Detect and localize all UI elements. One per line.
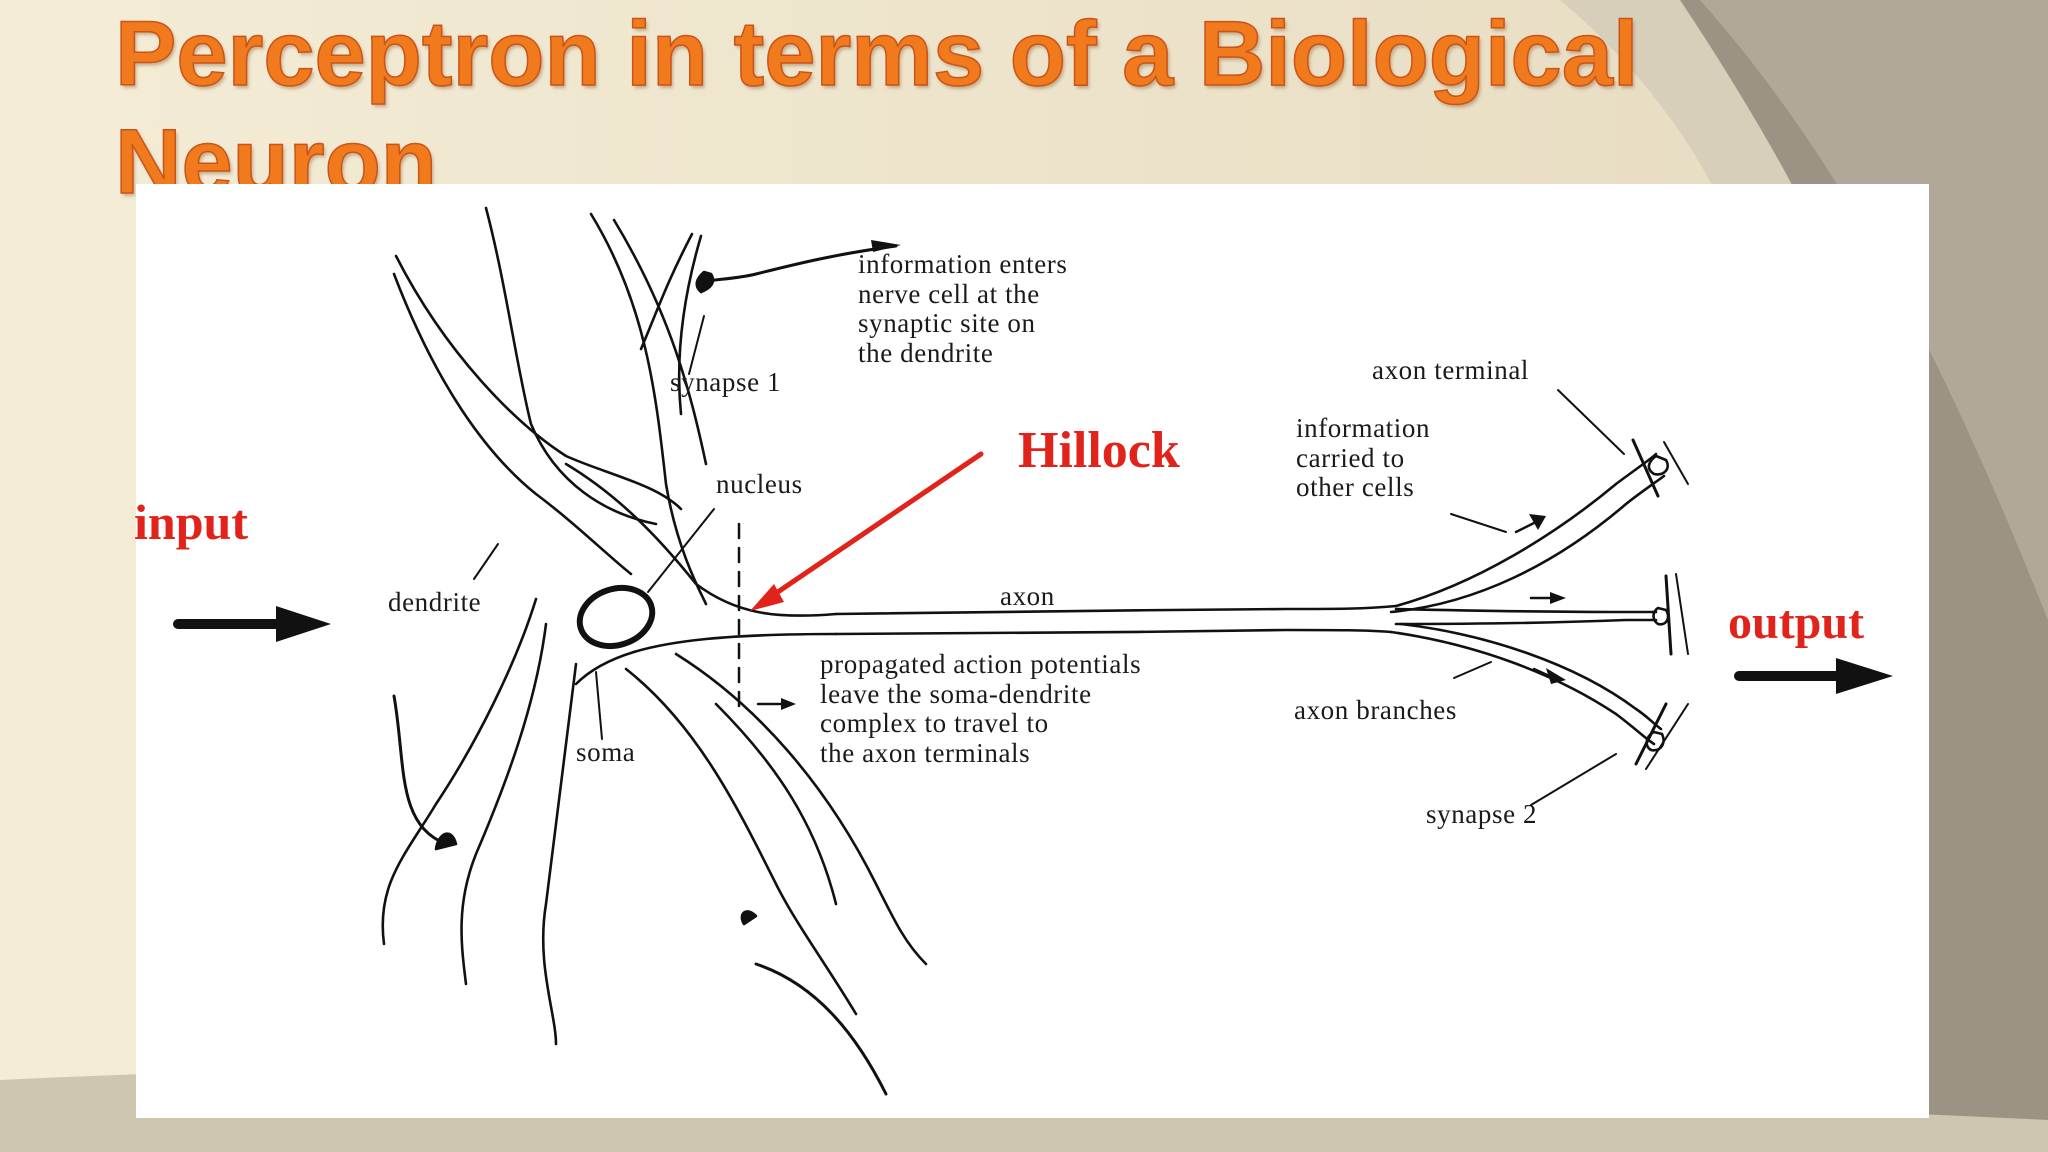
synapse-2-pointer [1530, 753, 1617, 806]
axon-label: axon [1000, 581, 1055, 611]
soma-dendrite-outline [381, 206, 928, 1046]
hillock-arrow [750, 451, 984, 611]
synapse-1-terminal [688, 240, 901, 375]
neuron-diagram: input output Hillock information enters … [134, 184, 1929, 1118]
nucleus-shape [576, 585, 656, 649]
propagation-arrow [756, 698, 796, 710]
info-carried-label: information carried to other cells [1296, 413, 1431, 502]
axon-terminal-label: axon terminal [1372, 355, 1529, 385]
soma-label: soma [576, 737, 636, 767]
output-arrow [1734, 658, 1893, 694]
dendrite-label: dendrite [388, 587, 482, 617]
propagated-label: propagated action potentials leave the s… [820, 649, 1142, 768]
axon-branches-pointer [1453, 661, 1492, 679]
dendrite-pointer [473, 543, 499, 580]
dendrite-synapses [392, 694, 888, 1096]
nucleus-label: nucleus [716, 469, 803, 499]
output-label: output [1728, 596, 1865, 649]
input-arrow [173, 606, 331, 642]
info-carried-pointer [1450, 513, 1507, 533]
synapse-1-label: synapse 1 [670, 367, 782, 397]
hillock-label: Hillock [1018, 422, 1180, 479]
soma-pointer [595, 671, 603, 740]
info-enters-label: information enters nerve cell at the syn… [858, 249, 1068, 368]
input-label: input [134, 494, 248, 550]
nucleus-pointer [647, 508, 715, 593]
branch-arrows [1514, 514, 1566, 684]
axon-branches-label: axon branches [1294, 695, 1457, 725]
neuron-drawing [173, 206, 1893, 1096]
synapse-2-label: synapse 2 [1426, 799, 1538, 829]
axon-terminal-pointer [1557, 389, 1625, 455]
axon-terminals [1631, 438, 1689, 770]
axon [834, 452, 1666, 746]
